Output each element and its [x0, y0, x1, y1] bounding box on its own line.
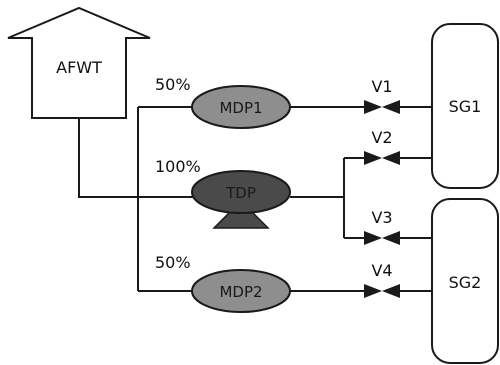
- pipe-tank-to-header: [78, 118, 193, 198]
- mdp1-pump-body: [191, 85, 291, 129]
- valve-v2: V2: [364, 128, 400, 165]
- sg1-generator-label: SG1: [449, 97, 482, 116]
- sg1-generator-body: [431, 23, 499, 189]
- mdp2-pump: MDP2: [191, 269, 291, 313]
- afwt-tank: AFWT: [7, 6, 151, 119]
- valve-v1-label: V1: [371, 77, 392, 96]
- afwt-tank-outline: [7, 6, 151, 119]
- valve-v1-symbol: [364, 100, 400, 114]
- mdp1-pump-label: MDP1: [219, 99, 262, 117]
- sg2-generator-label: SG2: [449, 273, 482, 292]
- valve-v1: V1: [364, 77, 400, 114]
- mdp2-pump-body: [191, 269, 291, 313]
- sg2-generator: SG2: [431, 198, 499, 364]
- valve-v4-label: V4: [371, 261, 392, 280]
- valve-v4-symbol: [364, 284, 400, 298]
- valve-v3-label: V3: [371, 208, 392, 227]
- piping: [78, 106, 432, 292]
- valve-v3-symbol: [364, 231, 400, 245]
- valve-v2-label: V2: [371, 128, 392, 147]
- sg1-generator: SG1: [431, 23, 499, 189]
- valve-v3: V3: [364, 208, 400, 245]
- mdp2-capacity: 50%: [155, 253, 191, 272]
- valve-v4: V4: [364, 261, 400, 298]
- mdp2-pump-label: MDP2: [219, 283, 262, 301]
- mdp1-capacity: 50%: [155, 75, 191, 94]
- valve-v2-symbol: [364, 151, 400, 165]
- tdp-capacity: 100%: [155, 157, 201, 176]
- afwt-tank-label: AFWT: [56, 58, 102, 77]
- mdp1-pump: MDP1: [191, 85, 291, 129]
- tdp-pump-label: TDP: [225, 184, 256, 202]
- tdp-pump: TDP: [191, 170, 291, 229]
- sg2-generator-body: [431, 198, 499, 364]
- tdp-pump-body: [191, 170, 291, 214]
